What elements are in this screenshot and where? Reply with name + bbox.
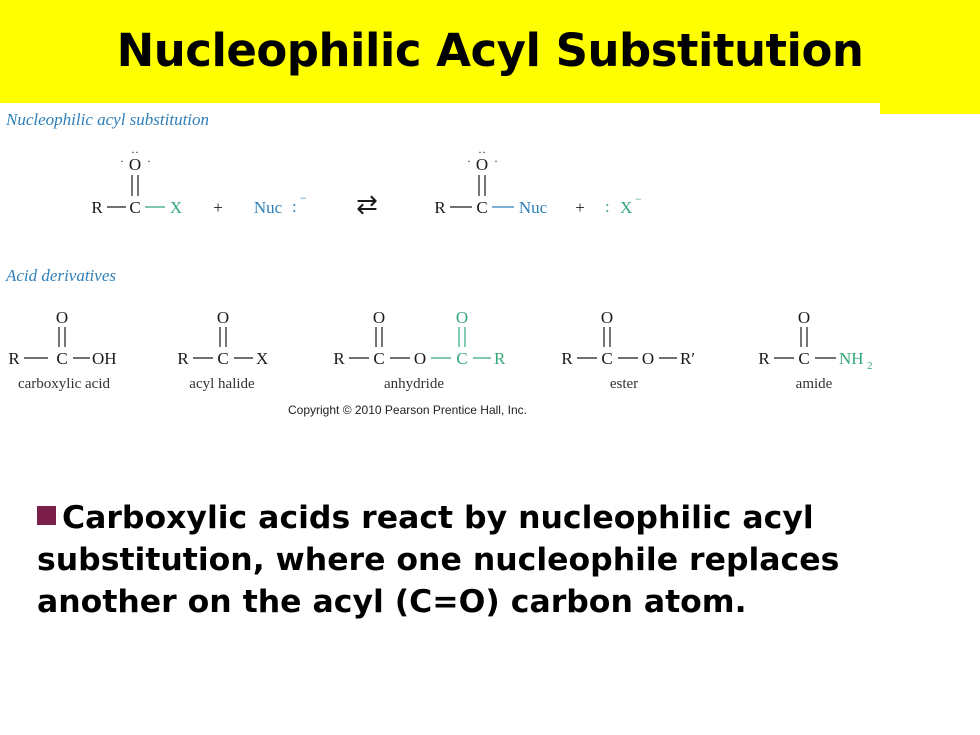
svg-text:R: R	[8, 349, 20, 368]
released-group: X	[620, 198, 632, 217]
product-r: R	[434, 198, 446, 217]
derivative-formula-right: NH	[839, 349, 864, 368]
svg-text:C: C	[456, 349, 467, 368]
product-carbon: C	[476, 198, 487, 217]
title-bar	[0, 0, 980, 103]
svg-text:2: 2	[867, 360, 873, 372]
derivative-acyl-halide: O R C X acyl halide	[177, 308, 268, 392]
svg-text:R: R	[758, 349, 770, 368]
copyright-notice: Copyright © 2010 Pearson Prentice Hall, …	[288, 403, 527, 417]
svg-text:C: C	[798, 349, 809, 368]
equilibrium-arrow: ⇄	[356, 190, 378, 219]
derivative-anhydride: O O R C O C R anhydride	[333, 308, 506, 392]
svg-text::: :	[605, 197, 610, 216]
svg-text:R: R	[177, 349, 189, 368]
svg-text:−: −	[300, 191, 307, 205]
reactant-r: R	[91, 198, 103, 217]
svg-text:C: C	[601, 349, 612, 368]
svg-text:O: O	[798, 308, 810, 327]
derivative-ester: O R C O R′ ester	[561, 308, 695, 392]
reactant-structure: O ·· · · R C X	[91, 145, 182, 217]
svg-text:·: ·	[147, 154, 151, 168]
svg-text:··: ··	[478, 145, 486, 159]
product-oxygen: O	[476, 155, 488, 174]
derivative-formula-right: R′	[680, 349, 695, 368]
derivative-name: acyl halide	[189, 376, 255, 392]
svg-text:O: O	[56, 308, 68, 327]
svg-text:·: ·	[120, 154, 124, 168]
leaving-group: X	[170, 198, 182, 217]
product-structure: O ·· · · R C Nuc	[434, 145, 547, 217]
derivative-carboxylic-acid: O R C OH carboxylic acid	[8, 308, 116, 392]
reactant-oxygen: O	[129, 155, 141, 174]
svg-text:C: C	[373, 349, 384, 368]
bullet-text: Carboxylic acids react by nucleophilic a…	[37, 500, 840, 620]
svg-text:C: C	[217, 349, 228, 368]
reaction-figure: Nucleophilic acyl substitution O ·· · · …	[5, 110, 873, 417]
derivative-amide: O R C NH 2 amide	[758, 308, 872, 392]
product-nucleophile: Nuc	[519, 198, 548, 217]
plus-sign-2: +	[575, 198, 585, 217]
section-heading-nas: Nucleophilic acyl substitution	[5, 110, 209, 129]
derivative-formula-right: R	[494, 349, 506, 368]
nucleophile: Nuc	[254, 198, 283, 217]
bullet-square-icon	[37, 506, 56, 525]
lone-pair-dots: ··	[131, 145, 139, 159]
derivative-name: ester	[610, 376, 638, 392]
svg-text:O: O	[601, 308, 613, 327]
svg-text:R: R	[561, 349, 573, 368]
derivative-name: carboxylic acid	[18, 376, 111, 392]
svg-text:O: O	[414, 349, 426, 368]
title-bar-accent	[880, 103, 980, 114]
derivative-formula-right: X	[256, 349, 268, 368]
reactant-carbon: C	[129, 198, 140, 217]
svg-text::: :	[292, 197, 297, 216]
svg-text:O: O	[217, 308, 229, 327]
derivative-formula-right: OH	[92, 349, 117, 368]
svg-text:·: ·	[494, 154, 498, 168]
svg-text:O: O	[373, 308, 385, 327]
svg-text:O: O	[456, 308, 468, 327]
section-heading-derivatives: Acid derivatives	[5, 266, 116, 285]
bullet-point: Carboxylic acids react by nucleophilic a…	[37, 497, 937, 623]
svg-text:−: −	[635, 192, 642, 206]
derivative-name: anhydride	[384, 376, 444, 392]
svg-text:R: R	[333, 349, 345, 368]
slide-title: Nucleophilic Acyl Substitution	[116, 24, 864, 77]
derivative-name: amide	[796, 376, 833, 392]
plus-sign: +	[213, 198, 223, 217]
svg-text:O: O	[642, 349, 654, 368]
svg-text:·: ·	[467, 154, 471, 168]
svg-text:C: C	[56, 349, 67, 368]
